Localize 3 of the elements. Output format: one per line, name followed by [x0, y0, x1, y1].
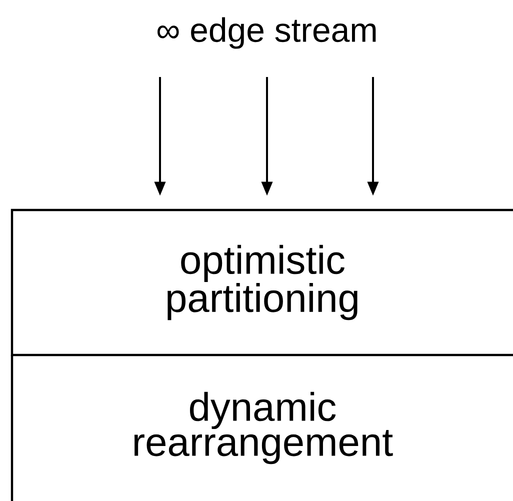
- stream-label: ∞ edge stream: [158, 17, 376, 49]
- stage-box: optimistic partitioning: [10, 208, 513, 356]
- stage-box: dynamic rearrangement: [10, 355, 393, 501]
